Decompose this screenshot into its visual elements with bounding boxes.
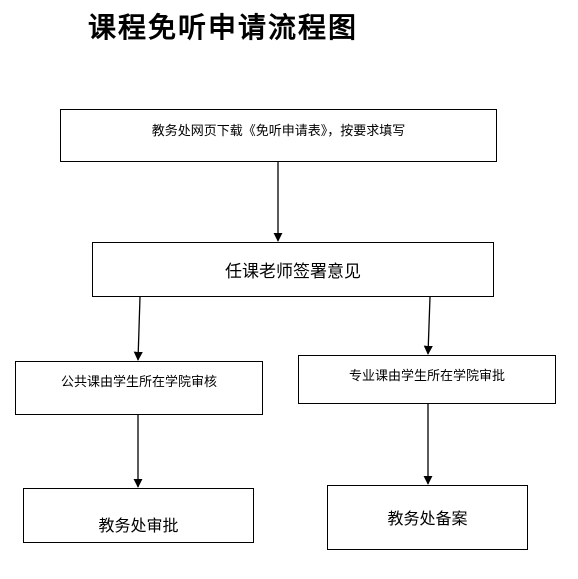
step-public-course-review-label: 公共课由学生所在学院审核 [60, 374, 217, 390]
step-academic-office-approval-label: 教务处审批 [98, 515, 179, 535]
page-title: 课程免听申请流程图 [88, 11, 359, 44]
step-academic-office-filing: 教务处备案 [327, 485, 528, 550]
step-teacher-sign-label: 任课老师签署意见 [225, 262, 361, 282]
step-download-form-label: 教务处网页下载《免听申请表》，按要求填写 [151, 124, 406, 139]
step-academic-office-filing-label: 教务处备案 [387, 508, 468, 528]
step-public-course-review: 公共课由学生所在学院审核 [15, 361, 263, 415]
arrow-teacher-to-public [133, 296, 143, 361]
step-academic-office-approval: 教务处审批 [23, 488, 254, 543]
step-major-course-approval: 专业课由学生所在学院审批 [298, 355, 556, 404]
arrow-teacher-to-major [423, 296, 433, 355]
step-teacher-sign: 任课老师签署意见 [92, 242, 494, 297]
step-download-form: 教务处网页下载《免听申请表》，按要求填写 [60, 109, 497, 162]
step-major-course-approval-label: 专业课由学生所在学院审批 [348, 369, 505, 384]
